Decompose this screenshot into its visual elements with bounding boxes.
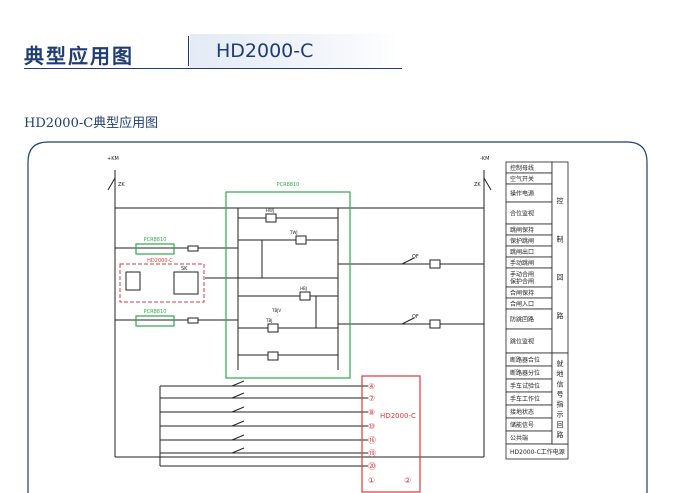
breaker-right-contact: [483, 177, 492, 191]
terminal-20: ⑳: [368, 462, 376, 471]
hbj-label: HBJ: [300, 286, 307, 291]
local-signal-group-char: 信: [557, 379, 564, 388]
control-circuit-group: [551, 161, 569, 354]
ty-label-1: PCR8810: [144, 237, 167, 243]
control-circuit-group-char: 制: [557, 234, 564, 243]
table-row-label: 合闸保持: [510, 289, 534, 297]
local-signal-group-char: 回: [557, 421, 564, 429]
sk-box: [173, 271, 199, 295]
terminal-19: ⑲: [368, 449, 376, 458]
table-row-label: 储能信号: [510, 421, 534, 429]
terminal-2: ②: [404, 476, 411, 485]
table-row-label: 手车工作位: [510, 395, 540, 403]
terminal-8: ⑧: [368, 408, 375, 417]
relay-hbj: [299, 291, 311, 301]
table-row-label: 保护合闸: [510, 278, 534, 286]
page-title: 典型应用图: [24, 44, 134, 68]
header-band: [190, 34, 400, 68]
table-row-label: 断路器分位: [510, 369, 540, 377]
table-row-label: 手动跳闸: [510, 259, 534, 267]
table-row-label: 接地状态: [510, 408, 534, 416]
qf-label-2: QF: [412, 314, 419, 320]
breaker-left-contact: [107, 177, 116, 191]
table-row-label: 跳位监视: [510, 338, 534, 346]
terminal-4: ④: [368, 382, 375, 391]
pcr8810-module: [225, 191, 351, 379]
table-row: [505, 328, 553, 354]
control-circuit-group-char: 路: [557, 311, 564, 320]
ty-module-2: [135, 315, 175, 327]
diagram-subtitle: HD2000-C典型应用图: [24, 116, 159, 131]
table-row-label: 合闸入口: [510, 300, 534, 308]
relay-tbjv: [267, 351, 279, 361]
relay-tbj: [267, 323, 279, 333]
table-row-label: HD2000-C工作电源: [510, 448, 565, 456]
breaker-left-label: ZK: [118, 182, 125, 188]
table-row-label: 空气开关: [510, 175, 534, 183]
local-signal-group-char: 指: [557, 400, 564, 409]
tbj-label: TBJ: [265, 318, 272, 323]
local-signal-group-char: 示: [557, 411, 564, 419]
terminal-7: ⑦: [368, 394, 375, 403]
hd2000-c-terminal-block: [361, 375, 421, 493]
pcr8810-label: PCR8810: [277, 182, 300, 188]
table-row-label: 合位监视: [510, 210, 534, 218]
qf-label-1: QF: [412, 254, 419, 260]
coil-qf-trip: [429, 319, 441, 329]
twj-label: TWJ: [289, 230, 298, 235]
table-row-label: 手动合闸: [510, 271, 534, 279]
terminal-1: ①: [368, 476, 375, 485]
resistor-1: [187, 245, 199, 252]
sk-label: SK: [181, 266, 188, 272]
resistor-2: [187, 317, 199, 324]
control-circuit-group-char: 回: [557, 274, 564, 282]
table-row: [505, 443, 569, 460]
table-row-label: 操作电源: [510, 190, 534, 198]
bus-positive-label: +KM: [107, 156, 119, 162]
ty-module-1: [135, 243, 175, 255]
local-signal-group-char: 就: [557, 359, 564, 368]
coil-qf-close: [429, 259, 441, 269]
hd2000-local-block: [119, 263, 205, 303]
table-row-label: 手车试验位: [510, 382, 540, 390]
terminal-10: ⑩: [368, 422, 375, 431]
local-signal-group: [551, 352, 569, 445]
table-row-label: 公共端: [510, 434, 528, 442]
control-circuit-group-char: 控: [557, 196, 564, 205]
diagram-frame: [27, 141, 648, 493]
table-row-label: 跳闸出口: [510, 248, 534, 256]
ty-label-2: PCR8810: [144, 309, 167, 315]
table-row-label: 防跳回路: [510, 316, 534, 324]
local-signal-group-char: 路: [557, 430, 564, 439]
hwj-label: HWJ: [266, 208, 274, 213]
table-row-label: 断路器合位: [510, 356, 540, 364]
description-table: 控制母线空气开关操作电源合位监视跳闸保持保护跳闸跳闸出口手动跳闸手动合闸保护合闸…: [505, 161, 569, 460]
relay-twj: [295, 235, 307, 245]
table-row-label: 跳闸保持: [510, 226, 534, 234]
hd2000-local-label: HD2000-C: [147, 258, 173, 264]
local-signal-group-char: 号: [557, 390, 564, 398]
bus-negative-label: -KM: [480, 156, 489, 162]
breaker-right-label: ZK: [474, 182, 481, 188]
header-model: HD2000-C: [216, 40, 314, 62]
table-row-label: 控制母线: [510, 164, 534, 172]
local-signal-group-char: 地: [557, 369, 564, 378]
header-underline: [24, 68, 402, 69]
table-row-label: 保护跳闸: [510, 237, 534, 245]
header-separator: [188, 36, 189, 66]
relay-hwj: [265, 213, 277, 223]
terminal-16: ⑯: [368, 436, 376, 445]
sk-switch: [125, 271, 141, 291]
hd2000-c-label: HD2000-C: [380, 412, 416, 420]
tbjv-label: TBJV: [271, 308, 281, 313]
